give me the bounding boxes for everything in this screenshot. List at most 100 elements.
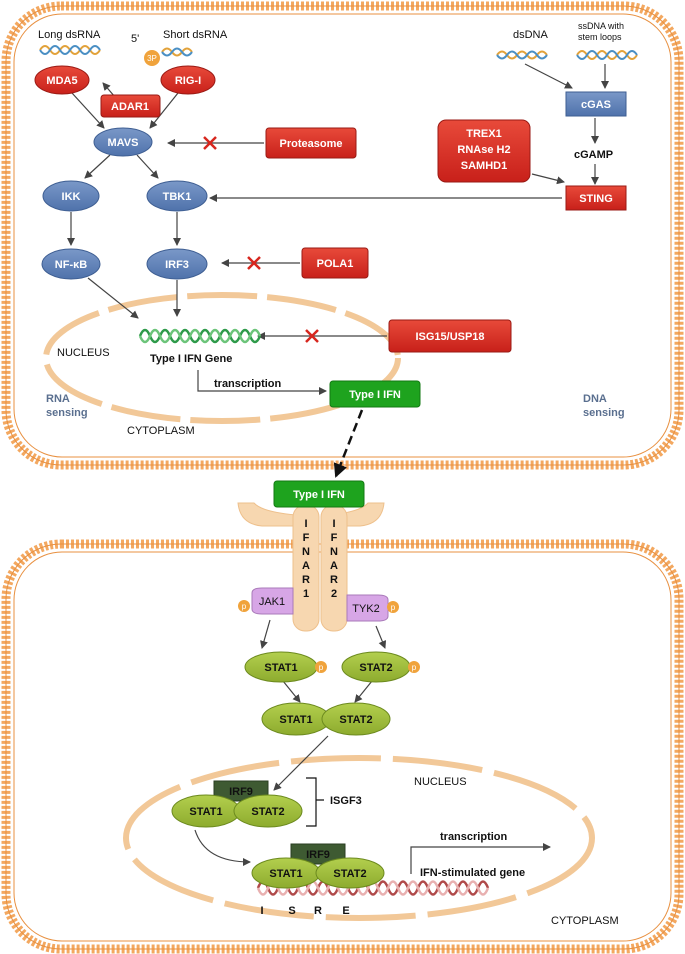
mavs-node: MAVS <box>93 127 153 157</box>
stat1-phospho-icon: p <box>315 661 327 673</box>
tbk1-label: TBK1 <box>163 191 192 203</box>
isg-label: IFN-stimulated gene <box>420 867 525 879</box>
isgf3-stat1-label: STAT1 <box>189 806 222 818</box>
bound-stat2-label: STAT2 <box>333 868 366 880</box>
type1ifn-top-label: Type I IFN <box>349 389 401 401</box>
pola1-node: POLA1 <box>301 247 369 279</box>
top-arrows <box>67 63 609 395</box>
isg15-label: ISG15/USP18 <box>415 331 484 343</box>
inhibit-x-icon <box>305 329 319 343</box>
svg-text:N: N <box>330 546 338 558</box>
bound-irf9-label: IRF9 <box>306 849 330 861</box>
nfkb-label: NF-κB <box>55 259 87 271</box>
top-nucleus-label: NUCLEUS <box>57 347 110 359</box>
rigi-label: RIG-I <box>175 75 201 87</box>
svg-text:1: 1 <box>303 588 309 600</box>
ifnar-receptor <box>237 502 385 632</box>
irf3-node: IRF3 <box>146 248 208 280</box>
top-cytoplasm-label: CYTOPLASM <box>127 425 195 437</box>
nfkb-node: NF-κB <box>41 248 101 280</box>
tyk2-node: TYK2 <box>346 594 389 622</box>
triphosphate-icon <box>144 50 160 66</box>
ifn-gene-dna-icon <box>138 328 262 344</box>
cgas-label: cGAS <box>581 99 611 111</box>
mavs-label: MAVS <box>108 137 139 149</box>
dna-sensing-label-1: DNA <box>583 393 607 405</box>
bottom-transcription-label: transcription <box>440 831 508 843</box>
sting-node: STING <box>565 185 627 211</box>
inhibit-x-icon <box>203 136 217 150</box>
dsdna-label: dsDNA <box>513 29 549 41</box>
svg-text:A: A <box>330 560 338 572</box>
five-prime-label: 5' <box>131 33 139 45</box>
ssdna-label-line1: ssDNA with <box>578 21 624 31</box>
svg-text:R: R <box>302 574 310 586</box>
ikk-node: IKK <box>42 180 100 212</box>
short-dsrna-icon <box>161 47 193 57</box>
long-dsrna-label: Long dsRNA <box>38 29 101 41</box>
adar1-node: ADAR1 <box>100 94 161 118</box>
dimer-stat1-label: STAT1 <box>279 714 312 726</box>
svg-text:R: R <box>330 574 338 586</box>
irf3-label: IRF3 <box>165 259 189 271</box>
isgf3-stat2-label: STAT2 <box>251 806 284 818</box>
jak1-phospho-icon: p <box>238 600 250 612</box>
type1ifn-bound-node: Type I IFN <box>273 480 365 508</box>
svg-text:N: N <box>302 546 310 558</box>
svg-text:2: 2 <box>331 588 337 600</box>
stat-dimer: STAT1 STAT2 <box>261 702 391 736</box>
dna-sensing-label-2: sensing <box>583 407 625 419</box>
jak1-label: JAK1 <box>259 596 285 608</box>
ifnar1-label: I F N A R 1 <box>302 518 310 600</box>
sting-label: STING <box>579 193 613 205</box>
svg-text:F: F <box>331 532 338 544</box>
type1ifn-secreted-node: Type I IFN <box>329 380 421 408</box>
inhibit-x-icon <box>247 256 261 270</box>
dsdna-icon <box>496 50 548 60</box>
jak1-node: JAK1 <box>251 587 294 615</box>
adar1-label: ADAR1 <box>111 101 149 113</box>
trex1-node: TREX1 RNAse H2 SAMHD1 <box>437 119 531 183</box>
svg-text:p: p <box>412 663 417 672</box>
pola1-label: POLA1 <box>317 258 354 270</box>
tbk1-node: TBK1 <box>146 180 208 212</box>
irf9-label: IRF9 <box>229 786 253 798</box>
three-p-label: 3P <box>147 54 157 63</box>
svg-text:I: I <box>260 905 263 917</box>
rna-sensing-label-1: RNA <box>46 393 70 405</box>
stat1-phospho-node: STAT1 <box>244 651 318 683</box>
svg-text:A: A <box>302 560 310 572</box>
ifnar2-label: I F N A R 2 <box>330 518 338 600</box>
svg-text:p: p <box>391 603 396 612</box>
svg-text:R: R <box>314 905 322 917</box>
mda5-node: MDA5 <box>34 65 90 95</box>
ikk-label: IKK <box>62 191 81 203</box>
tyk2-label: TYK2 <box>352 603 380 615</box>
proteasome-label: Proteasome <box>280 138 343 150</box>
isgf3-label: ISGF3 <box>330 795 362 807</box>
svg-text:p: p <box>242 602 247 611</box>
isgf3-bracket <box>306 777 324 827</box>
bottom-nucleus-envelope <box>123 755 595 921</box>
secretion-arrow <box>333 409 364 478</box>
svg-text:S: S <box>288 905 295 917</box>
isgf3-complex: IRF9 STAT1 STAT2 <box>171 780 303 828</box>
top-nucleus-envelope <box>43 292 401 424</box>
stat2-phospho-icon: p <box>408 661 420 673</box>
svg-text:p: p <box>319 663 324 672</box>
tyk2-phospho-icon: p <box>387 601 399 613</box>
mda5-label: MDA5 <box>46 75 77 87</box>
bottom-arrows <box>194 619 551 874</box>
dimer-stat2-label: STAT2 <box>339 714 372 726</box>
inhibition-marks <box>203 136 319 343</box>
bottom-cytoplasm-label: CYTOPLASM <box>551 915 619 927</box>
stat2-label: STAT2 <box>359 662 392 674</box>
trex1-label: TREX1 <box>466 128 501 140</box>
rna-sensing-label-2: sensing <box>46 407 88 419</box>
bottom-nucleus-label: NUCLEUS <box>414 776 467 788</box>
svg-text:I: I <box>332 518 335 530</box>
stat1-label: STAT1 <box>264 662 297 674</box>
top-transcription-label: transcription <box>214 378 282 390</box>
svg-text:I: I <box>304 518 307 530</box>
